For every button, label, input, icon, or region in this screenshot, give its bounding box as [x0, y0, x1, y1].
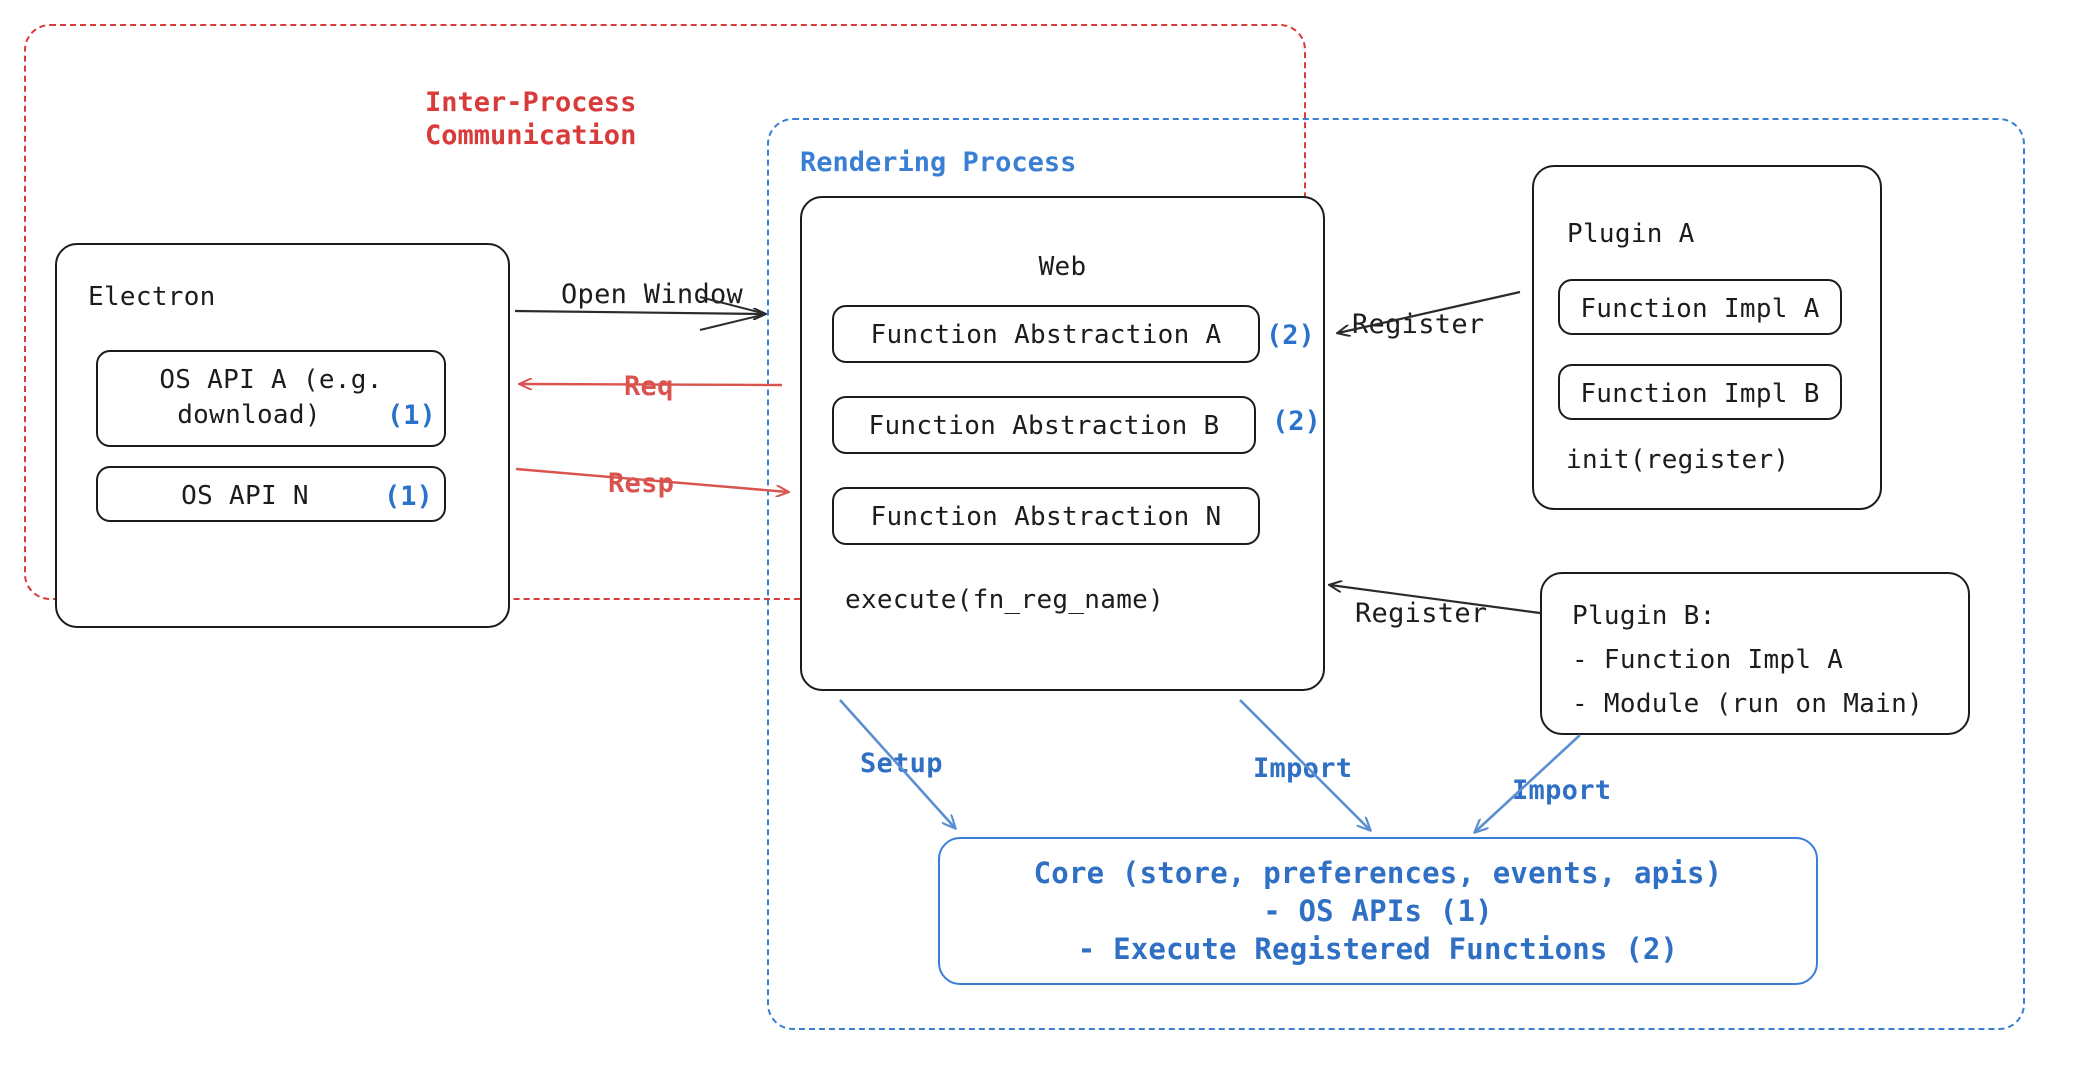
node-os-api-a-line1: OS API A (e.g.: [159, 365, 383, 395]
node-function-abstraction-a[interactable]: [832, 305, 1260, 363]
core-line-1: - OS APIs (1): [1263, 893, 1493, 928]
edge-label-open-window: Open Window: [561, 279, 744, 310]
edge-label-req: Req: [624, 371, 674, 402]
edge-label-register-plugin-b: Register: [1355, 598, 1488, 629]
marker-function-abstraction-b: (2): [1272, 406, 1321, 437]
node-function-abstraction-n[interactable]: [832, 487, 1260, 545]
node-plugin-b-item-0: - Function Impl A: [1572, 645, 1844, 675]
node-function-impl-b-label: Function Impl B: [1580, 379, 1820, 409]
node-core[interactable]: Core (store, preferences, events, apis) …: [938, 837, 1818, 985]
node-plugin-b-item-1: - Module (run on Main): [1572, 689, 1923, 719]
core-line-2: - Execute Registered Functions (2): [1077, 932, 1679, 967]
node-function-abstraction-b[interactable]: [832, 396, 1256, 454]
web-execute-signature: execute(fn_reg_name): [845, 585, 1165, 615]
node-plugin-b-title: Plugin B:: [1572, 601, 1716, 631]
node-os-api-n[interactable]: [96, 466, 446, 522]
edge-label-resp: Resp: [608, 468, 675, 499]
node-os-api-n-label: OS API N: [181, 481, 309, 511]
edge-label-import-plugin: Import: [1512, 775, 1612, 806]
node-function-abstraction-n-label: Function Abstraction N: [870, 502, 1222, 532]
node-web-title: Web: [1038, 252, 1087, 282]
node-function-impl-a[interactable]: [1558, 279, 1842, 335]
node-plugin-b[interactable]: [1540, 572, 1970, 735]
region-label-rendering-process: Rendering Process: [800, 147, 1077, 178]
node-plugin-a-title: Plugin A: [1567, 219, 1695, 249]
marker-os-api-a: (1): [387, 400, 436, 431]
node-os-api-a-line2: download): [177, 400, 321, 430]
node-function-impl-b[interactable]: [1558, 364, 1842, 420]
node-electron-title: Electron: [88, 282, 216, 312]
plugin-a-init-signature: init(register): [1566, 445, 1790, 475]
core-line-0: Core (store, preferences, events, apis): [1033, 855, 1723, 890]
node-plugin-a[interactable]: [1532, 165, 1882, 510]
node-function-abstraction-a-label: Function Abstraction A: [870, 320, 1222, 350]
edge-label-register-plugin-a: Register: [1352, 309, 1485, 340]
region-rendering-process: [767, 118, 2025, 1030]
edge-label-import-web: Import: [1253, 753, 1353, 784]
marker-function-abstraction-a: (2): [1266, 320, 1315, 351]
node-os-api-a[interactable]: [96, 350, 446, 447]
region-label-ipc: Inter-Process Communication: [425, 87, 637, 151]
marker-os-api-n: (1): [384, 481, 433, 512]
node-function-abstraction-b-label: Function Abstraction B: [868, 411, 1220, 441]
edge-label-setup: Setup: [860, 748, 943, 779]
node-function-impl-a-label: Function Impl A: [1580, 294, 1820, 324]
